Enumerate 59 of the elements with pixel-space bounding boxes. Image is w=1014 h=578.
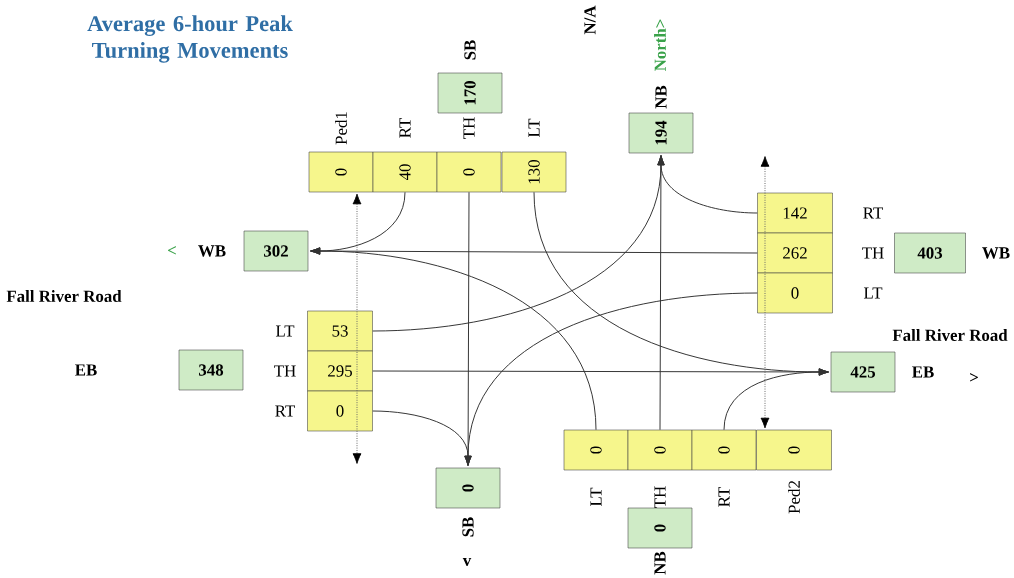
movement-cell: 40: [372, 151, 438, 193]
arrow: [372, 410, 472, 466]
label: LT: [275, 325, 295, 337]
count-box: 348: [178, 349, 244, 391]
movement-cell: 0: [307, 390, 373, 432]
label: RT: [275, 405, 295, 417]
label: N/A: [584, 5, 596, 35]
label: EB: [75, 364, 97, 376]
movement-cell: 295: [307, 350, 373, 392]
movement-cell: 0: [563, 429, 629, 471]
label: Fall River Road: [892, 329, 1008, 341]
direction-label: SB: [464, 40, 476, 60]
label: Ped1: [335, 112, 347, 145]
label: LT: [590, 487, 602, 507]
movement-cell: 262: [757, 232, 833, 274]
label: >: [970, 373, 978, 382]
movement-cell: 0: [757, 272, 833, 314]
arrow: [310, 247, 758, 255]
direction-label: NB: [655, 85, 667, 109]
count-box: 0: [435, 467, 501, 509]
count-box: 403: [894, 232, 966, 274]
label: v: [462, 558, 472, 566]
count-box: 170: [437, 72, 503, 114]
movement-cell: 0: [756, 429, 832, 471]
count-box: 302: [243, 230, 309, 272]
label: LT: [528, 118, 540, 138]
arrow: [657, 155, 665, 431]
arrow: [760, 156, 770, 429]
movement-cell: 130: [501, 151, 567, 193]
label: North>: [654, 19, 666, 72]
label: Ped2: [788, 481, 800, 514]
direction-label: WB: [198, 245, 226, 257]
label: LT: [863, 287, 883, 299]
count-box: 0: [627, 507, 693, 549]
label: RT: [399, 118, 411, 138]
movement-cell: 0: [308, 151, 374, 193]
label: RT: [718, 487, 730, 507]
movement-cell: 0: [436, 151, 502, 193]
movement-cell: 53: [307, 310, 373, 352]
arrow: [723, 368, 829, 431]
direction-label: SB: [462, 517, 474, 537]
label: TH: [654, 486, 666, 508]
label: TH: [274, 365, 296, 377]
movement-cell: 0: [691, 429, 757, 471]
label: TH: [862, 247, 884, 259]
count-box: 425: [830, 351, 896, 393]
label: RT: [863, 207, 883, 219]
direction-label: WB: [982, 247, 1010, 259]
title: Average 6-hour Peak Turning Movements: [87, 15, 293, 63]
label: Fall River Road: [6, 290, 122, 302]
label: <: [168, 246, 176, 255]
movement-cell: 142: [757, 192, 833, 234]
arrow: [310, 247, 597, 431]
label: TH: [463, 117, 475, 139]
count-box: 194: [628, 112, 694, 154]
movement-cell: 0: [627, 429, 693, 471]
arrow: [352, 193, 362, 464]
direction-label: NB: [654, 551, 666, 575]
direction-label: EB: [912, 366, 934, 378]
